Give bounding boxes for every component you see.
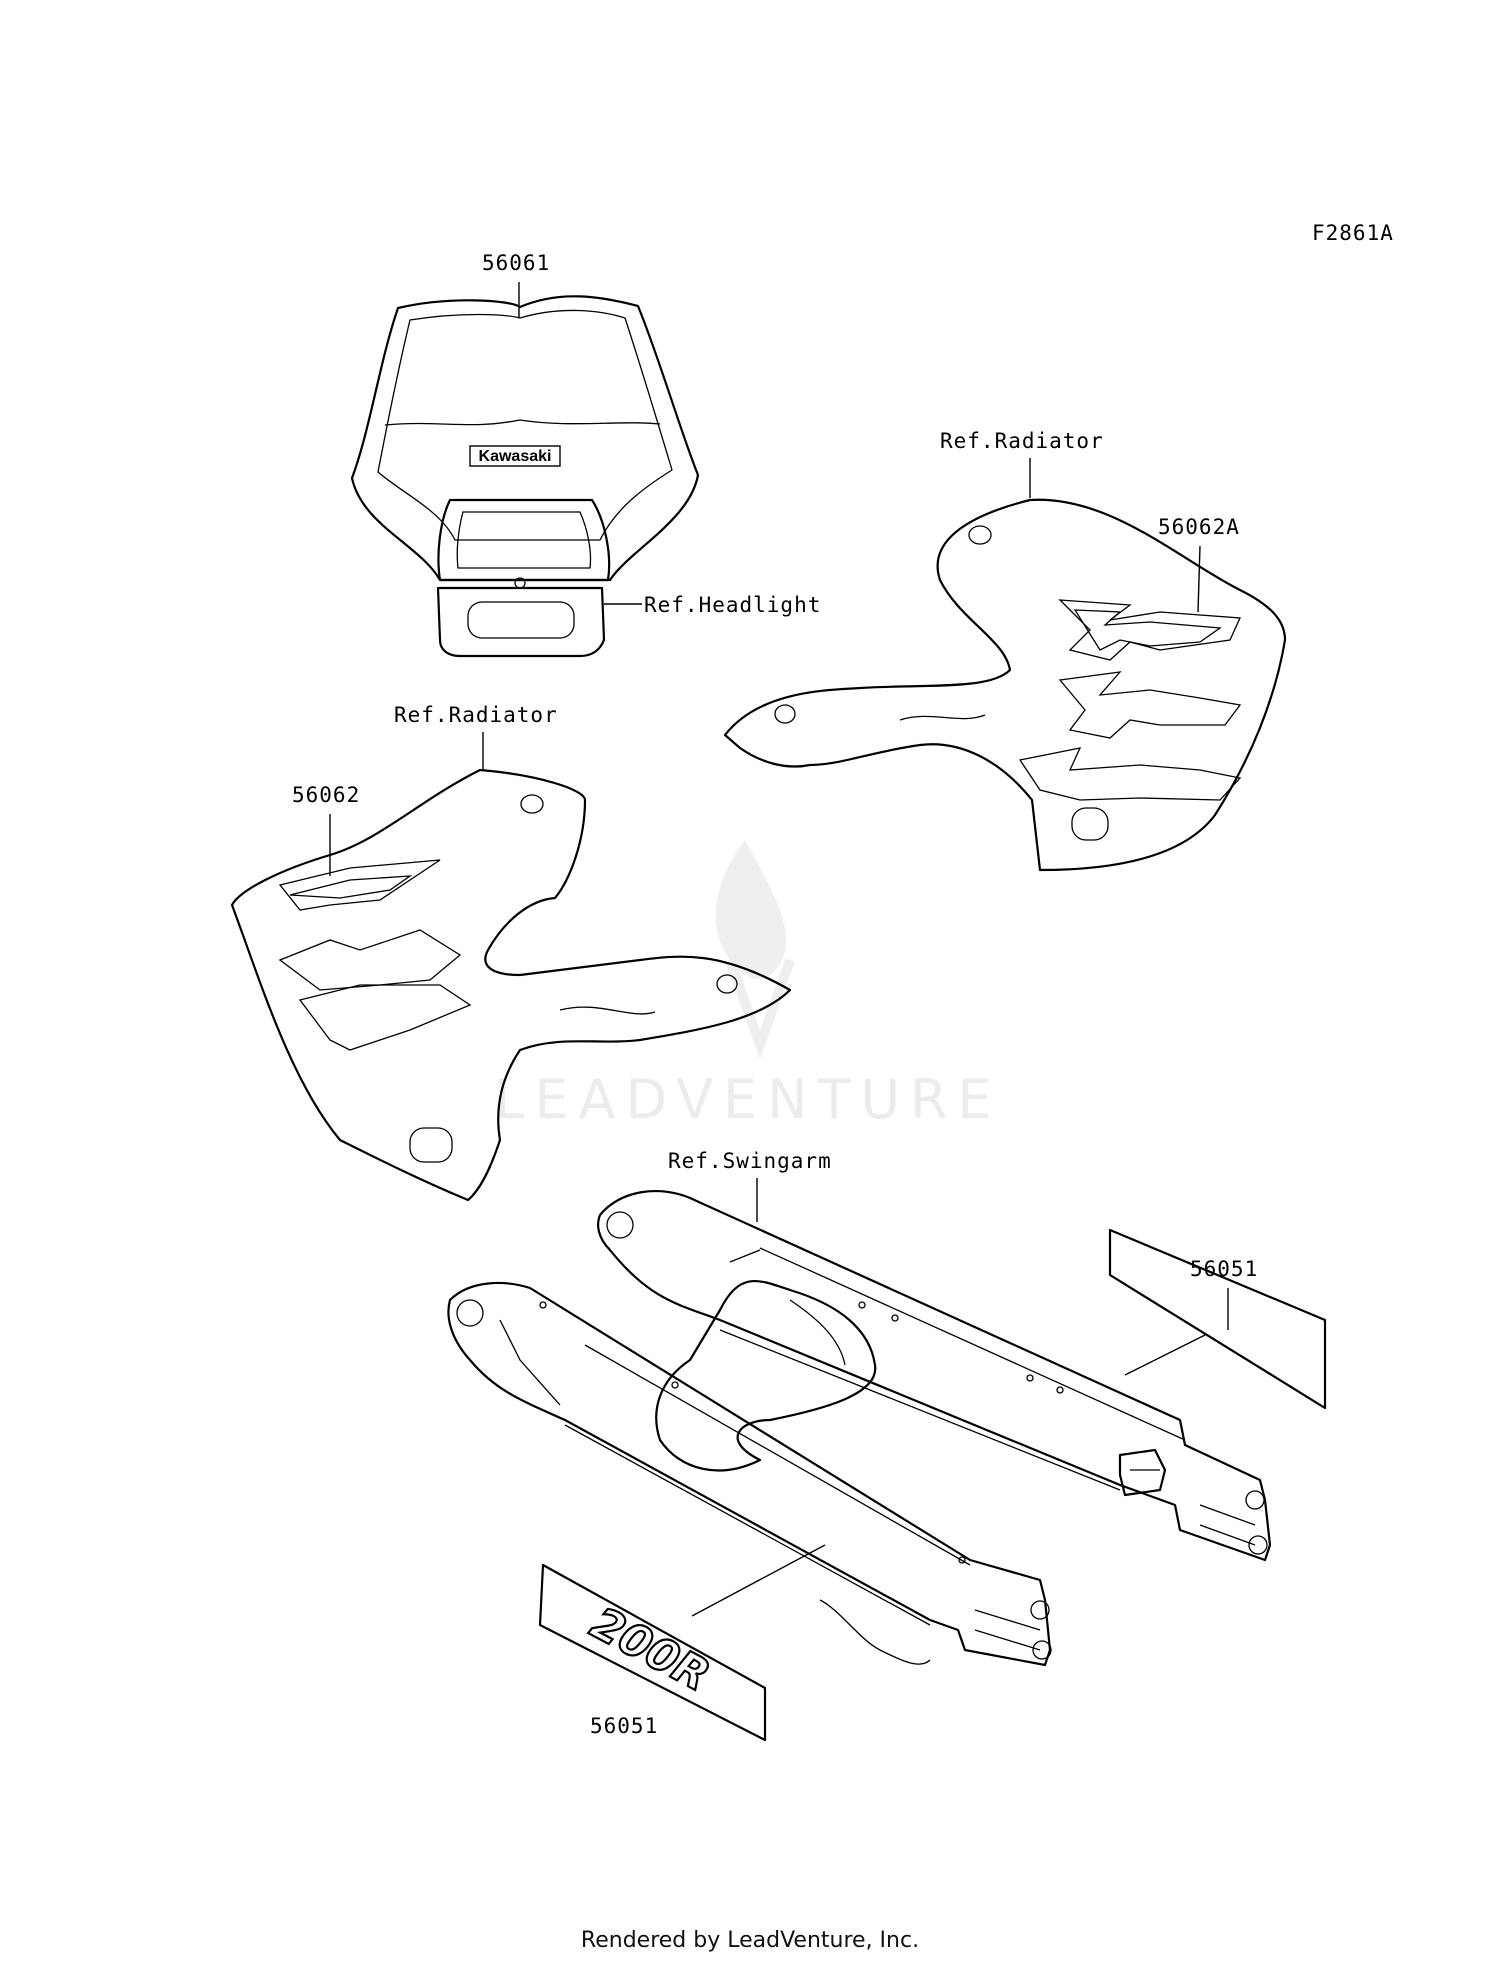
v-mark-icon	[725, 958, 795, 1061]
leader-56062A	[1197, 545, 1201, 613]
watermark-text: LEADVENTURE	[494, 1068, 1001, 1131]
label-ref-headlight[interactable]: Ref.Headlight	[644, 593, 821, 617]
label-56061[interactable]: 56061	[482, 251, 550, 275]
radiator-shroud-left[interactable]	[230, 768, 792, 1202]
footer-credit: Rendered by LeadVenture, Inc.	[580, 1928, 920, 1953]
kawasaki-logo: Kawasaki	[479, 448, 552, 465]
leader-56051-left	[691, 1544, 826, 1617]
label-56051-left[interactable]: 56051	[590, 1714, 658, 1738]
label-56062A[interactable]: 56062A	[1158, 515, 1240, 539]
label-56051-right[interactable]: 56051	[1190, 1257, 1258, 1281]
leader-56051-right-arm	[1124, 1334, 1206, 1376]
figure-code: F2861A	[1312, 221, 1394, 245]
radiator-shroud-right[interactable]	[723, 498, 1287, 872]
label-56062[interactable]: 56062	[292, 783, 360, 807]
label-ref-radiator-left[interactable]: Ref.Radiator	[394, 703, 558, 727]
watermark: LEADVENTURE	[494, 840, 1001, 1131]
flame-icon	[715, 840, 787, 979]
number-plate[interactable]: Kawasaki	[350, 295, 700, 658]
swingarm-sticker-right[interactable]	[1108, 1228, 1327, 1410]
swingarm[interactable]	[447, 1189, 1272, 1667]
label-ref-swingarm[interactable]: Ref.Swingarm	[668, 1149, 832, 1173]
label-ref-radiator-right[interactable]: Ref.Radiator	[940, 429, 1104, 453]
